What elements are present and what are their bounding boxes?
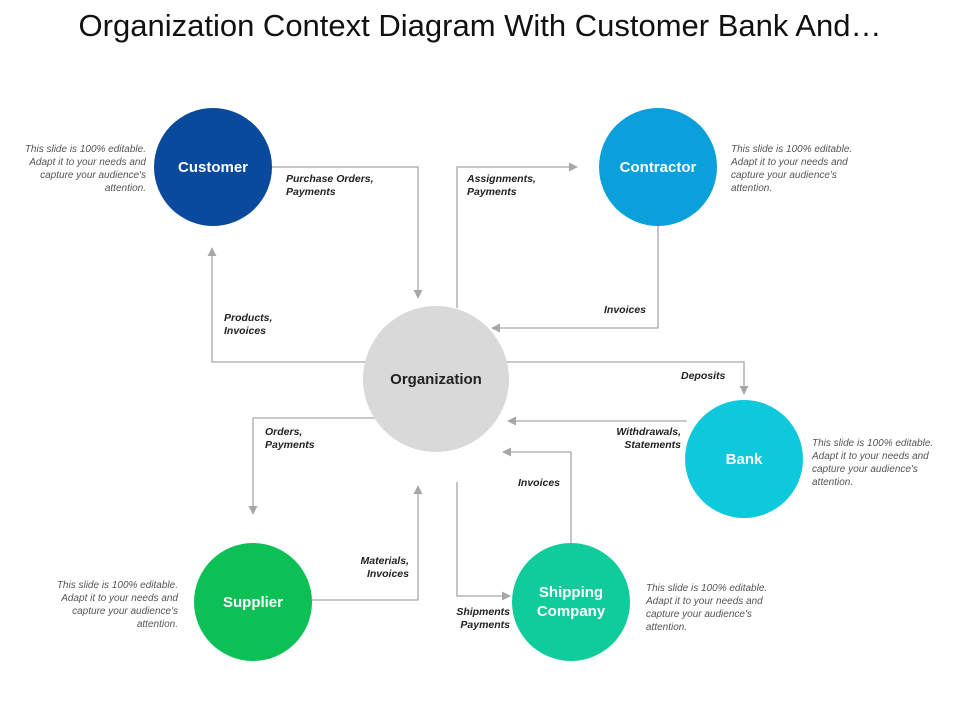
flow-materials: Materials, Invoices	[360, 555, 409, 580]
contractor-node: Contractor	[599, 108, 717, 226]
flow-invoices-shipping: Invoices	[518, 477, 561, 489]
contractor-label: Contractor	[619, 158, 697, 176]
connector-orders	[248, 417, 378, 515]
flow-withdrawals: Withdrawals, Statements	[616, 426, 681, 451]
flow-products: Products, Invoices	[224, 312, 273, 337]
customer-note: This slide is 100% editable. Adapt it to…	[24, 144, 146, 194]
bank-label: Bank	[725, 450, 763, 468]
contractor-note: This slide is 100% editable. Adapt it to…	[731, 144, 853, 194]
connector-invoices-contractor	[491, 226, 659, 333]
connector-assignments	[456, 162, 578, 308]
connector-deposits	[505, 361, 749, 395]
shipping-company-label: Shipping Company	[536, 584, 606, 620]
flow-purchase-orders: Purchase Orders, Payments	[286, 173, 374, 198]
supplier-note: This slide is 100% editable. Adapt it to…	[56, 580, 178, 630]
organization-label: Organization	[390, 370, 482, 388]
connector-purchase-orders	[272, 166, 423, 299]
bank-note: This slide is 100% editable. Adapt it to…	[812, 438, 934, 488]
connector-invoices-shipping	[502, 447, 572, 544]
shipping-company-node: Shipping Company	[512, 543, 630, 661]
flow-deposits: Deposits	[681, 370, 726, 382]
connector-materials	[312, 485, 423, 601]
flow-invoices-contractor: Invoices	[604, 304, 647, 316]
supplier-node: Supplier	[194, 543, 312, 661]
flow-shipments: Shipments Payments	[456, 606, 510, 631]
flow-orders: Orders, Payments	[265, 426, 315, 451]
customer-label: Customer	[177, 158, 248, 176]
bank-node: Bank	[685, 400, 803, 518]
customer-node: Customer	[154, 108, 272, 226]
page-title: Organization Context Diagram With Custom…	[78, 8, 882, 43]
organization-node: Organization	[363, 306, 509, 452]
connector-products	[207, 247, 366, 363]
shipping-company-note: This slide is 100% editable. Adapt it to…	[646, 583, 768, 633]
connector-shipments	[456, 482, 511, 601]
supplier-label: Supplier	[222, 593, 283, 611]
flow-assignments: Assignments, Payments	[467, 173, 536, 198]
